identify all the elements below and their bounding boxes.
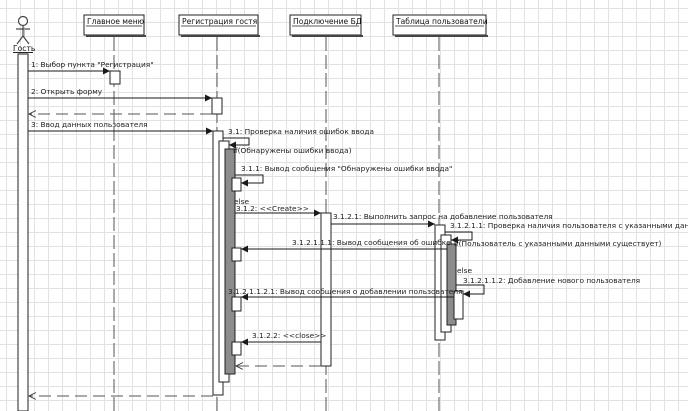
guard-else: else <box>234 197 249 206</box>
actor-label: Гость <box>13 44 36 53</box>
guard-else-2: else <box>457 266 472 275</box>
actor-guest[interactable]: Гость <box>13 15 36 54</box>
message-label: 3.1.1: Вывод сообщения "Обнаружены ошибк… <box>241 164 452 173</box>
message-3-1-2[interactable]: 3.1.2: <<Create>> <box>235 204 321 217</box>
message-3-1-2-1-1[interactable]: 3.1.2.1.1: Проверка наличия пользователя… <box>445 221 688 244</box>
message-3-1-2-1-1-2-1[interactable]: 3.1.2.1.1.2.1: Вывод сообщения о добавле… <box>228 287 463 301</box>
actor-activation <box>17 53 29 411</box>
message-3-1-2-1-1-2[interactable]: 3.1.2.1.1.2: Добавление нового пользоват… <box>456 276 640 298</box>
guard-if-input-errors: if(Обнаружены ошибки ввода) <box>233 146 352 155</box>
message-label: 3.1.2.1.1.1: Вывод сообщения об ошибке <box>292 238 451 247</box>
activation-close <box>231 341 242 356</box>
message-3-1[interactable]: 3.1: Проверка наличия ошибок ввода <box>223 127 374 149</box>
message-label: 2: Открыть форму <box>31 87 103 96</box>
message-label: 3.1.2.1.1.2.1: Вывод сообщения о добавле… <box>228 287 463 296</box>
lifeline-label: Подключение БД <box>293 17 362 26</box>
header-shadow <box>292 35 363 37</box>
header-shadow <box>181 35 260 37</box>
lifeline-menu[interactable]: Главное меню <box>83 14 146 411</box>
message-label: 3.1.2: <<Create>> <box>236 204 309 213</box>
lifeline-label: Главное меню <box>87 17 144 26</box>
message-3[interactable]: 3: Ввод данных пользователя <box>28 120 213 135</box>
message-3-1-2-1-1-1[interactable]: 3.1.2.1.1.1: Вывод сообщения об ошибке <box>241 238 451 253</box>
lifeline-users-table[interactable]: Таблица пользователи <box>392 14 488 411</box>
actor-stick-figure-icon <box>16 15 30 45</box>
message-label: 3.1.2.2: <<close>> <box>252 331 327 340</box>
message-3-1-1[interactable]: 3.1.1: Вывод сообщения "Обнаружены ошибк… <box>235 164 452 187</box>
lifeline-label: Регистрация гостя <box>182 17 257 26</box>
activation-error-message <box>231 177 242 192</box>
self-message-arrow <box>235 174 264 187</box>
message-1[interactable]: 1: Выбор пункта "Регистрация" <box>28 60 154 75</box>
self-message-arrow <box>445 231 473 244</box>
guard-if-user-exists: if(Пользователь с указанными данными сущ… <box>454 239 662 248</box>
self-message-arrow <box>456 284 485 298</box>
message-label: 1: Выбор пункта "Регистрация" <box>31 60 154 69</box>
activation-menu <box>109 70 121 85</box>
message-3-1-2-2[interactable]: 3.1.2.2: <<close>> <box>241 331 327 346</box>
message-label: 3.1.2.1.1.2: Добавление нового пользоват… <box>463 276 640 285</box>
message-label: 3.1.2.1.1: Проверка наличия пользователя… <box>450 221 688 230</box>
lifeline-label: Таблица пользователи <box>395 17 488 26</box>
header-shadow <box>395 35 488 37</box>
activation-db-error-message <box>231 247 242 262</box>
activation-registration-form <box>211 97 223 115</box>
activation-db-connection <box>320 212 332 367</box>
message-2[interactable]: 2: Открыть форму <box>28 87 212 102</box>
activation-added-message <box>231 296 242 312</box>
self-message-arrow <box>223 137 250 149</box>
message-label: 3: Ввод данных пользователя <box>31 120 148 129</box>
message-label: 3.1.2.1: Выполнить запрос на добавление … <box>333 212 553 221</box>
message-3-1-2-1[interactable]: 3.1.2.1: Выполнить запрос на добавление … <box>331 212 553 228</box>
header-shadow <box>86 35 146 37</box>
message-label: 3.1: Проверка наличия ошибок ввода <box>228 127 374 136</box>
activation-add-user <box>453 290 464 320</box>
